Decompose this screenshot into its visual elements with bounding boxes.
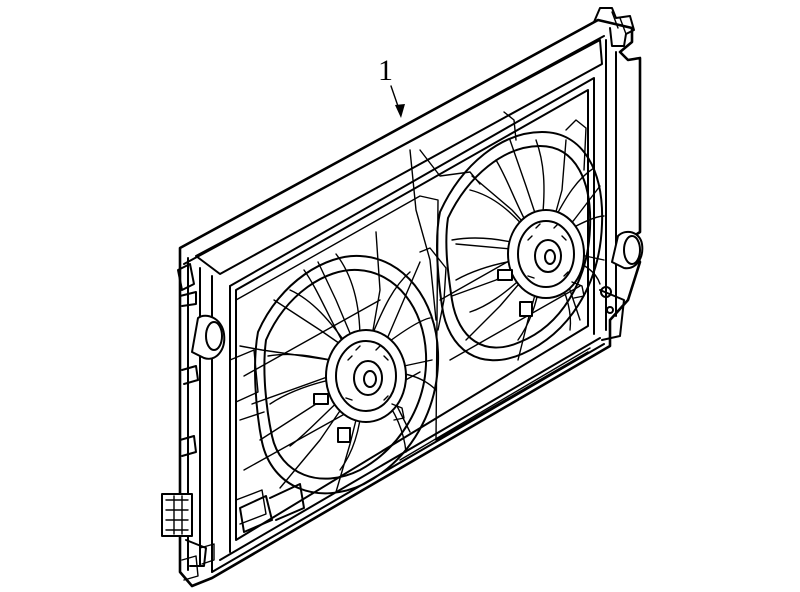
cooling-fan-left — [239, 231, 440, 495]
callout-number: 1 — [378, 54, 393, 87]
cooling-fan-right — [435, 131, 605, 362]
cooling-fan-assembly — [161, 7, 644, 588]
callout-arrowhead — [395, 104, 405, 118]
callout-1[interactable]: 1 — [378, 54, 405, 118]
shroud-lower-feet — [181, 483, 305, 581]
fan-shroud — [161, 7, 644, 588]
